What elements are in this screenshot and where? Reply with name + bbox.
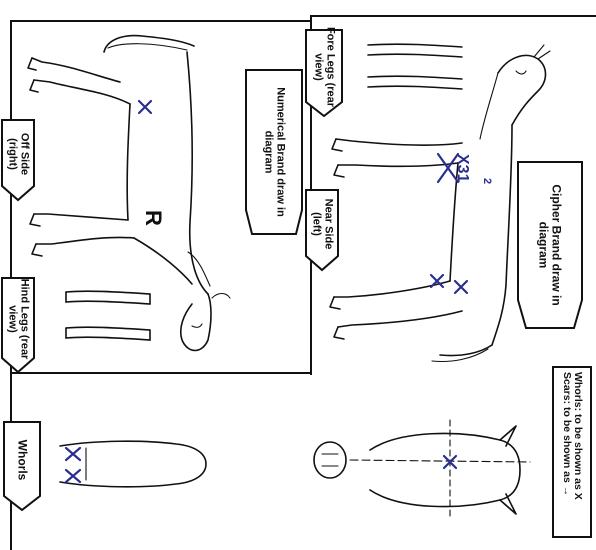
whorls-tab-label: Whorls — [16, 420, 29, 500]
off-side-brand-text: R — [141, 210, 166, 226]
off-side-brand-mark: R — [138, 206, 168, 236]
off-side-tab: Off Side (right) — [0, 118, 36, 202]
off-side-hind-legs-rear-view — [58, 282, 158, 352]
cipher-brand-label: Cipher Brand draw in diagram — [537, 165, 562, 325]
near-side-flank-mark — [428, 272, 448, 292]
whorls-horse-head-front — [310, 410, 540, 530]
near-side-brand-mark: X31 2 — [432, 150, 472, 210]
near-side-label: Near Side (left) — [310, 186, 333, 262]
near-side-brand-text: X31 — [454, 154, 471, 183]
fore-legs-label: Fore Legs (rear view) — [312, 26, 335, 108]
near-side-whorl-mark — [452, 278, 472, 298]
whorls-horse-head-side — [56, 418, 216, 508]
off-side-label: Off Side (right) — [6, 116, 29, 192]
legend-whorls-line: Whorls: to be shown as X — [572, 372, 583, 532]
off-side-whorl-mark — [136, 98, 156, 118]
hind-legs-label: Hind Legs (rear view) — [6, 274, 29, 364]
hind-legs-tab: Hind Legs (rear view) — [0, 276, 36, 374]
cipher-brand-callout: Cipher Brand draw in diagram — [516, 160, 584, 330]
numerical-brand-callout: Numerical Brand draw in diagram — [244, 68, 304, 236]
off-side-panel-bottom — [10, 372, 312, 374]
near-side-tab: Near Side (left) — [304, 188, 340, 272]
near-side-brand-subscript: 2 — [481, 178, 493, 184]
fore-legs-tab: Fore Legs (rear view) — [304, 28, 344, 118]
legend-text: Whorls: to be shown as X Scars: to be sh… — [561, 372, 583, 532]
whorls-tab: Whorls — [2, 420, 42, 512]
numerical-brand-label: Numerical Brand draw in diagram — [262, 77, 285, 227]
legend-scars-line: Scars: to be shown as → — [561, 372, 572, 532]
markings-legend: Whorls: to be shown as X Scars: to be sh… — [552, 366, 592, 538]
